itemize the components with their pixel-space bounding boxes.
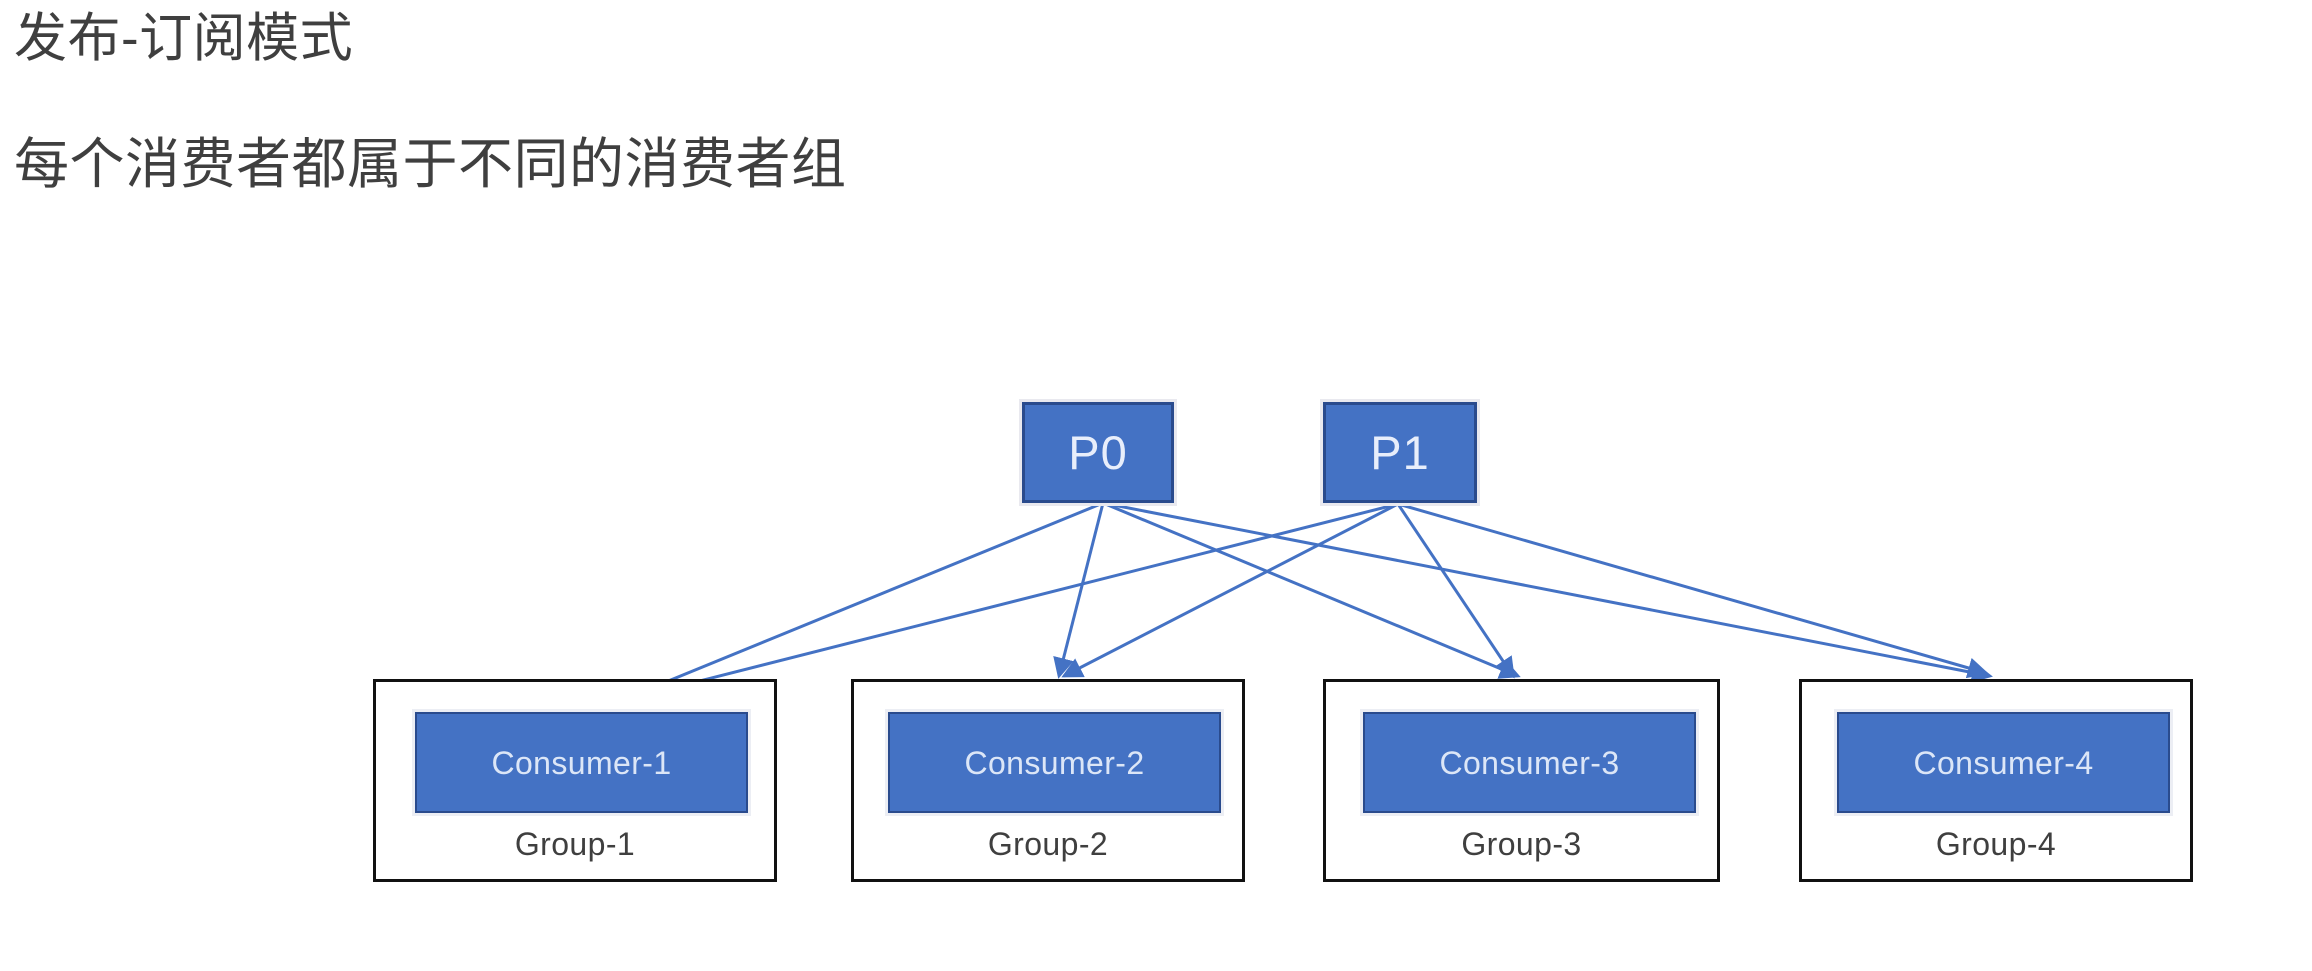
arrow-p1-to-consumer-2 — [1061, 502, 1399, 678]
consumer-group-1[interactable]: Consumer-1 Group-1 — [373, 679, 777, 882]
group-label-3: Group-3 — [1461, 826, 1582, 862]
consumer-chip-2[interactable]: Consumer-2 — [888, 712, 1221, 813]
arrow-p0-to-consumer-3 — [1102, 501, 1521, 679]
consumer-chip-1[interactable]: Consumer-1 — [415, 712, 748, 813]
consumer-group-2[interactable]: Consumer-2 Group-2 — [851, 679, 1245, 882]
consumer-chip-3[interactable]: Consumer-3 — [1363, 712, 1696, 813]
partition-label-p0: P0 — [1068, 426, 1128, 479]
page-title: 发布-订阅模式 — [14, 9, 354, 68]
arrow-p1-to-consumer-1 — [598, 502, 1399, 712]
arrow-p0-to-consumer-2 — [1053, 502, 1105, 679]
arrow-p1-to-consumer-3 — [1396, 503, 1515, 679]
partition-label-p1: P1 — [1370, 426, 1430, 479]
consumer-group-3[interactable]: Consumer-3 Group-3 — [1323, 679, 1720, 882]
page-subtitle: 每个消费者都属于不同的消费者组 — [14, 133, 847, 195]
arrow-p1-to-consumer-4 — [1397, 502, 1989, 679]
partition-box-p1[interactable]: P1 — [1323, 402, 1477, 503]
group-label-2: Group-2 — [987, 826, 1109, 862]
consumer-label-1: Consumer-1 — [491, 744, 672, 781]
arrow-p0-to-consumer-4 — [1102, 501, 1993, 683]
consumer-chip-4[interactable]: Consumer-4 — [1837, 712, 2170, 813]
consumer-label-2: Consumer-2 — [964, 744, 1145, 781]
partition-box-p0[interactable]: P0 — [1022, 402, 1174, 503]
consumer-label-4: Consumer-4 — [1913, 744, 2094, 781]
group-label-1: Group-1 — [514, 826, 636, 862]
consumer-label-3: Consumer-3 — [1439, 744, 1620, 781]
group-label-4: Group-4 — [1935, 826, 2057, 862]
consumer-group-4[interactable]: Consumer-4 Group-4 — [1799, 679, 2193, 882]
